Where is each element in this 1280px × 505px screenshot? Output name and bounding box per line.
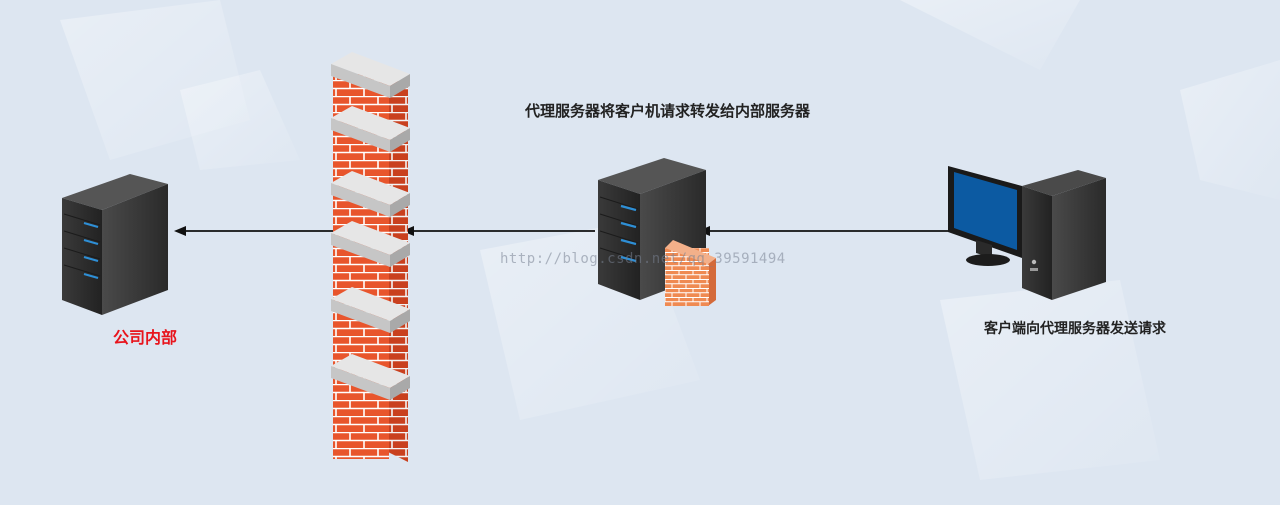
watermark-text: http://blog.csdn.net/qq_39591494 (500, 251, 786, 267)
brick-wall-icon (331, 52, 410, 462)
mini-firewall-icon (665, 240, 716, 306)
client-caption: 客户端向代理服务器发送请求 (984, 321, 1166, 337)
internal-network-label: 公司内部 (112, 328, 177, 347)
arrow-firewall-to-internal-head (174, 226, 186, 236)
proxy-server-icon (598, 158, 706, 300)
background-decoration (60, 0, 1280, 480)
desktop-computer-icon (948, 166, 1106, 300)
wall-cap-stones (331, 52, 410, 400)
flow-arrows (174, 226, 948, 236)
internal-server-icon (62, 174, 168, 315)
proxy-caption: 代理服务器将客户机请求转发给内部服务器 (524, 102, 810, 120)
